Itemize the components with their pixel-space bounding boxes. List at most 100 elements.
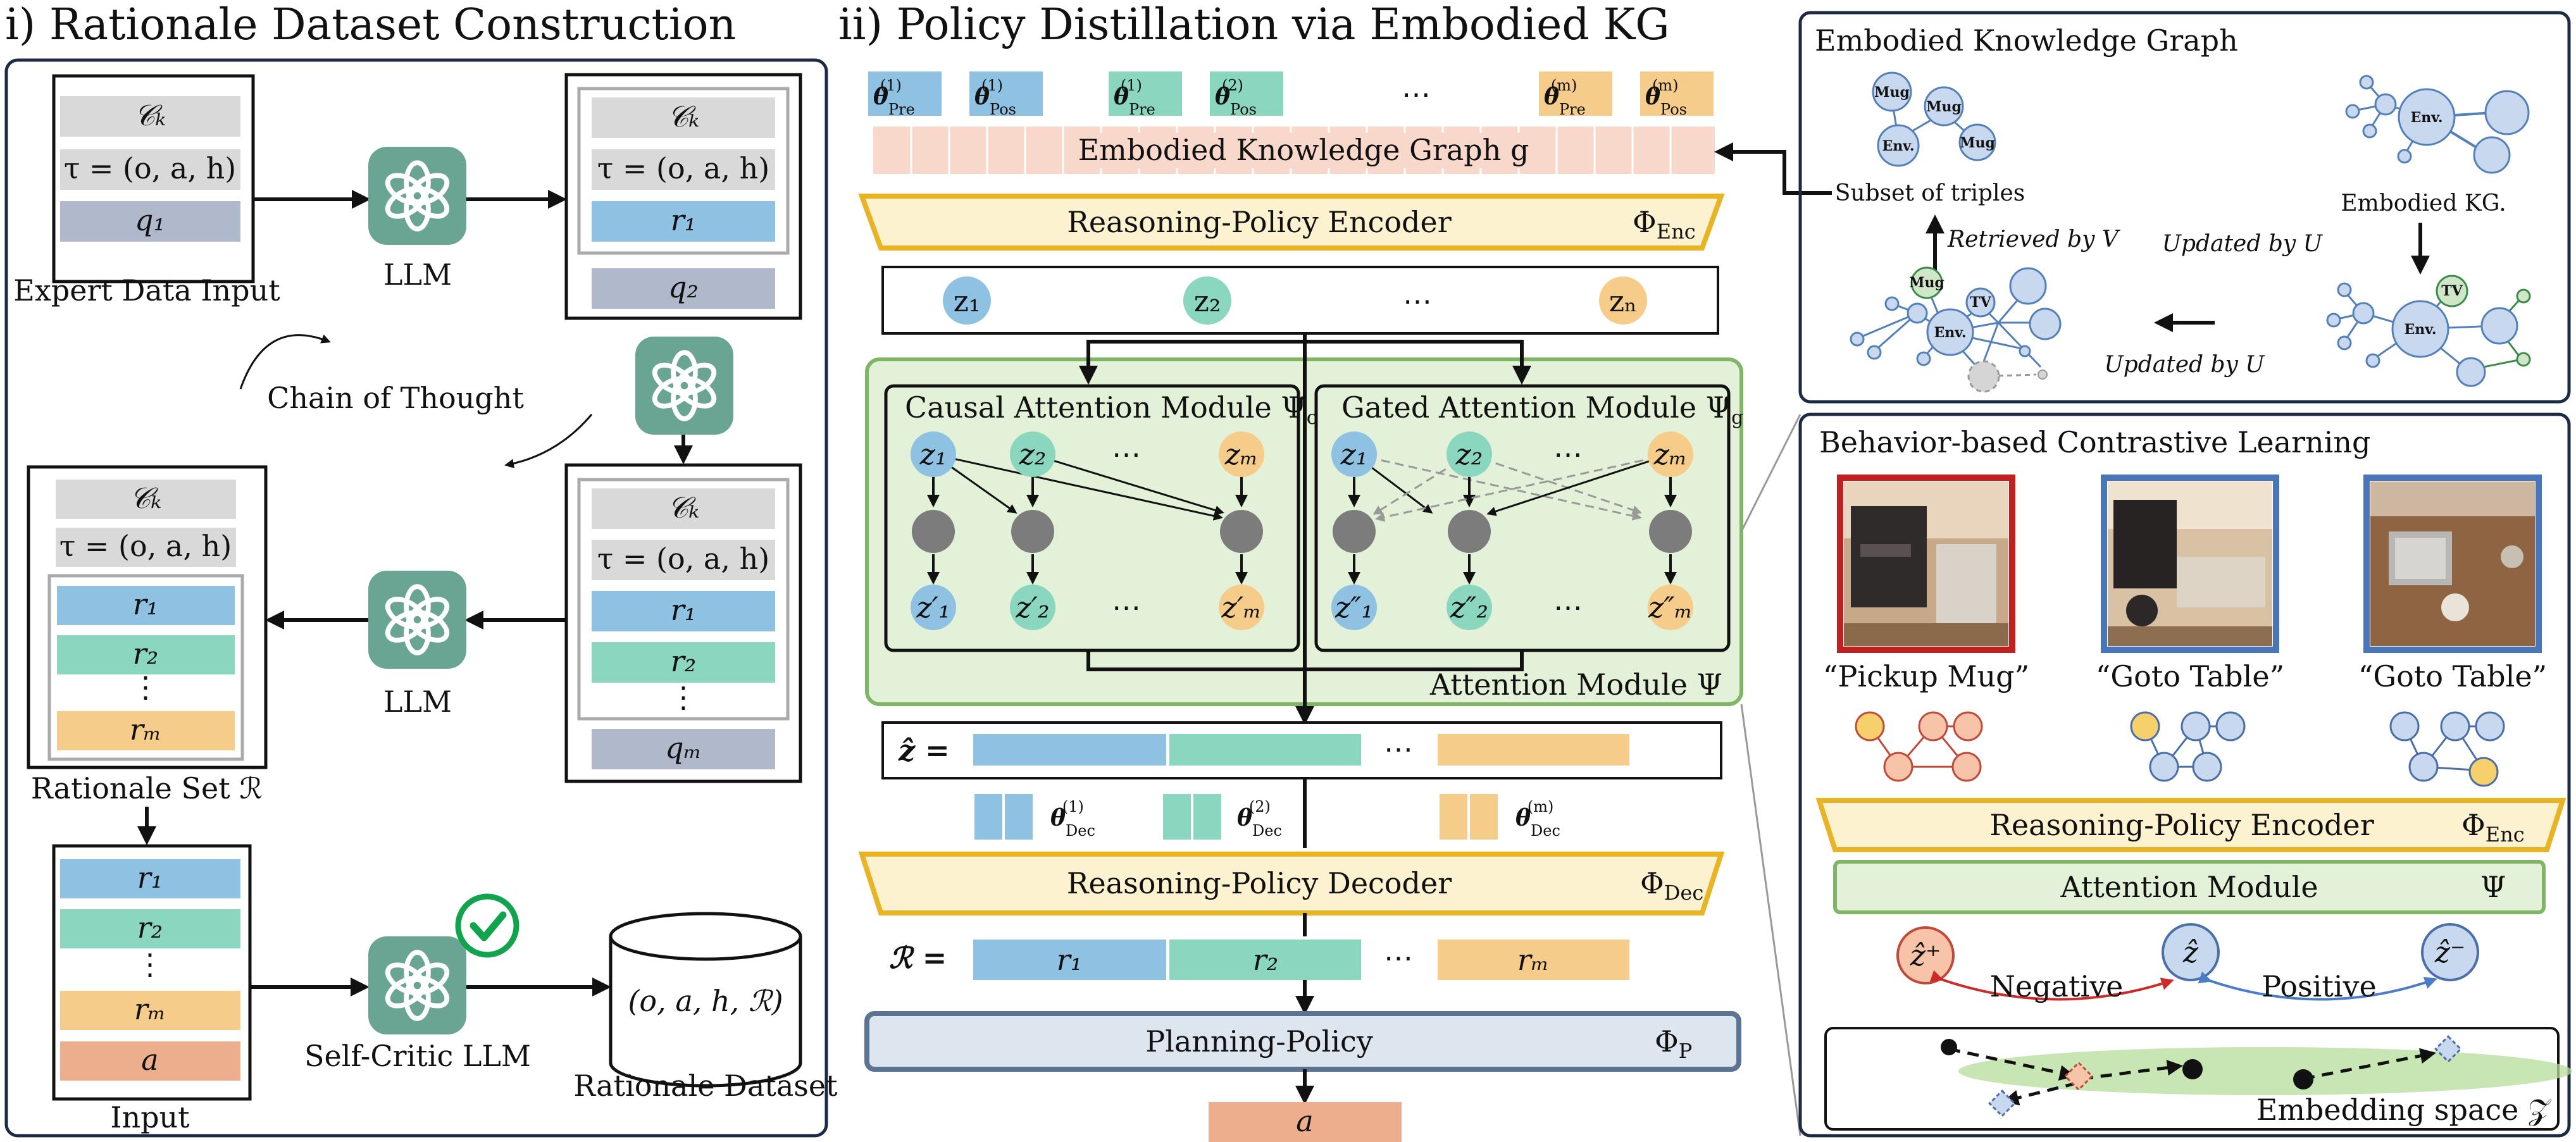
attention-module-label: Attention Module Ψ xyxy=(1429,667,1722,702)
z1-token xyxy=(943,276,991,325)
box2-text-ck: 𝒞ₖ xyxy=(668,99,699,133)
box4-item-tau xyxy=(56,528,236,567)
dataset-tuple: (o, a, h, ℛ) xyxy=(628,984,783,1018)
cl-encoder-symbol: ΦEnc xyxy=(2461,808,2525,847)
r-seg-2-label: r₂ xyxy=(1253,943,1278,977)
causal-attention-module xyxy=(884,384,1300,652)
causal-zm-node xyxy=(1219,431,1264,477)
rationale-set-caption: Rationale Set ℛ xyxy=(31,771,263,805)
theta-dec-2: θDec(2) xyxy=(1237,798,1282,840)
box4-item-r2 xyxy=(57,635,235,674)
box5-text-rm: rₘ xyxy=(134,992,166,1026)
caption-pickup-mug: “Pickup Mug” xyxy=(1823,659,2029,693)
thumbnail-goto-table-1 xyxy=(2101,475,2279,653)
box2-inner-frame xyxy=(577,87,790,255)
left-mug-node: Mug xyxy=(1909,275,1944,291)
embedding-space-label: Embedding space 𝒵 xyxy=(2256,1093,2552,1127)
box5-item-a xyxy=(60,1041,240,1081)
gated-zm-label: zₘ xyxy=(1653,437,1687,471)
updated-graph-left: Mug Env. TV xyxy=(1850,266,2062,393)
gated-z2-node xyxy=(1447,431,1492,477)
causal-z1-node xyxy=(911,431,956,477)
action-output-label: a xyxy=(1296,1104,1313,1138)
gated-graph xyxy=(1331,431,1693,630)
causal-top-dots: ⋯ xyxy=(1112,437,1141,471)
zhat-dots: ⋯ xyxy=(1384,732,1413,766)
causal-out-m xyxy=(1219,585,1264,630)
causal-zm-label: zₘ xyxy=(1224,437,1258,471)
cl-encoder xyxy=(1815,798,2567,852)
caption-goto-table-1: “Goto Table” xyxy=(2096,659,2284,693)
causal-z1-label: z₁ xyxy=(919,437,947,471)
box3-item-tau xyxy=(592,540,775,580)
reasoning-policy-encoder xyxy=(858,194,1725,251)
graph-goto-table-2 xyxy=(2389,711,2505,787)
subset-mug-node-3: Mug xyxy=(1960,135,1995,151)
z-plus-node xyxy=(1896,926,1955,984)
theta-pre-2: θPre(1) xyxy=(1114,77,1155,118)
gated-z1-label: z₁ xyxy=(1340,437,1368,471)
dataset-cylinder-top xyxy=(609,912,802,961)
box4-text-rm: rₘ xyxy=(130,712,161,747)
check-circle-icon xyxy=(455,893,520,958)
causal-out-2-label: z′₂ xyxy=(1015,590,1049,624)
box4-text-r1: r₁ xyxy=(133,587,158,621)
zhat-label: ẑ = xyxy=(898,733,950,767)
embedding-point-1 xyxy=(1941,1039,1957,1055)
theta-pos-m-box xyxy=(1640,71,1714,116)
embedding-path-4 xyxy=(2303,1048,2436,1081)
positive-label: Positive xyxy=(2262,969,2377,1003)
latent-token-box xyxy=(881,266,1719,335)
box3-vdots: ⋮ xyxy=(669,680,698,714)
theta-pre-m: θPre(m) xyxy=(1544,77,1586,118)
subset-mug-node-1: Mug xyxy=(1874,84,1910,101)
encoder-label: Reasoning-Policy Encoder xyxy=(1067,205,1451,239)
theta-dec-1-cell-b xyxy=(1005,794,1033,840)
zhat-seg-m xyxy=(1438,734,1629,766)
embedding-point-negative xyxy=(2063,1061,2094,1091)
embedding-path-2 xyxy=(2081,1060,2183,1081)
theta-dec-1-cell-a xyxy=(974,794,1002,840)
reasoning-policy-decoder xyxy=(858,852,1725,915)
gated-out-m xyxy=(1648,585,1693,630)
merge-line xyxy=(1086,650,1524,671)
r-seg-m-label: rₘ xyxy=(1517,943,1549,977)
gated-out-m-label: z″ₘ xyxy=(1648,590,1693,624)
embedding-path-3 xyxy=(2003,1081,2077,1106)
cl-encoder-label: Reasoning-Policy Encoder xyxy=(1989,808,2374,842)
llm-label-1: LLM xyxy=(383,258,452,292)
panel-i-title: i) Rationale Dataset Construction xyxy=(5,0,736,50)
box3-item-ck xyxy=(592,488,775,529)
retrieved-label: Retrieved by V xyxy=(1947,227,2121,252)
box2-text-tau: τ = (o, a, h) xyxy=(597,151,769,185)
box4-item-r1 xyxy=(57,586,235,625)
embedding-point-positive-1 xyxy=(1988,1089,2016,1117)
box3-item-qm xyxy=(592,729,775,769)
llm-icon-cot xyxy=(635,337,733,435)
theta-dec-2-cell-a xyxy=(1163,794,1191,840)
panel-i-frame xyxy=(4,58,828,1138)
embedding-cluster xyxy=(1958,1047,2572,1095)
causal-graph xyxy=(911,431,1264,630)
r-seg-m xyxy=(1438,940,1629,980)
z1-label: z₁ xyxy=(954,284,981,318)
theta-pos-m: θPos(m) xyxy=(1645,77,1687,118)
box3-text-r2: r₂ xyxy=(671,644,696,678)
theta-pre-m-box xyxy=(1539,71,1612,116)
box1-text-tau: τ = (o, a, h) xyxy=(64,151,236,185)
gated-zm-node xyxy=(1648,431,1693,477)
r-label: ℛ = xyxy=(889,941,947,975)
cl-panel-frame xyxy=(1798,413,2571,1138)
graph-pickup-mug xyxy=(1855,711,1983,782)
theta-pre-1-box xyxy=(868,71,942,116)
gated-attention-module xyxy=(1314,384,1731,652)
box3-item-r1 xyxy=(592,591,775,631)
llm-icon-2 xyxy=(368,571,466,669)
box5-text-a: a xyxy=(141,1043,158,1077)
theta-dots: ⋯ xyxy=(1402,77,1431,111)
llm-label-2: LLM xyxy=(383,685,452,719)
arrow-to-causal xyxy=(1079,340,1305,385)
kg-panel-frame xyxy=(1798,11,2571,404)
causal-z2-node xyxy=(1010,431,1055,477)
